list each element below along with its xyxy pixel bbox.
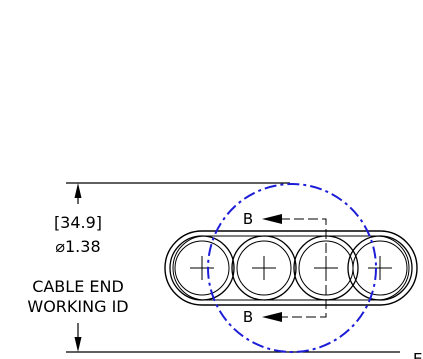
imperial-value: 1.38: [65, 237, 101, 256]
bundle-outline: [164, 230, 418, 306]
section-label-bottom: B: [243, 308, 253, 326]
dimension-callout: [34.9] ⌀1.38 CABLE END WORKING ID: [27, 213, 128, 316]
arrow-left-icon: [262, 312, 282, 322]
edge-label: E: [413, 350, 422, 359]
section-label-top: B: [243, 210, 253, 228]
caption-line-2: WORKING ID: [27, 297, 128, 316]
cable-section-2: [231, 235, 297, 301]
diameter-value: ⌀1.38: [55, 237, 100, 256]
section-line-b: [280, 218, 327, 318]
arrow-down-icon: [74, 337, 82, 352]
arrow-up-icon: [74, 183, 82, 198]
arrow-left-icon: [262, 214, 282, 224]
caption-line-1: CABLE END: [32, 277, 124, 296]
detail-circle: [207, 183, 377, 353]
metric-value: [34.9]: [54, 213, 102, 232]
diameter-symbol-icon: ⌀: [55, 237, 65, 256]
cable-section-4: [347, 235, 413, 301]
section-line-path: [280, 218, 327, 318]
cable-section-1: [169, 235, 235, 301]
cable-bundle: [164, 230, 418, 306]
